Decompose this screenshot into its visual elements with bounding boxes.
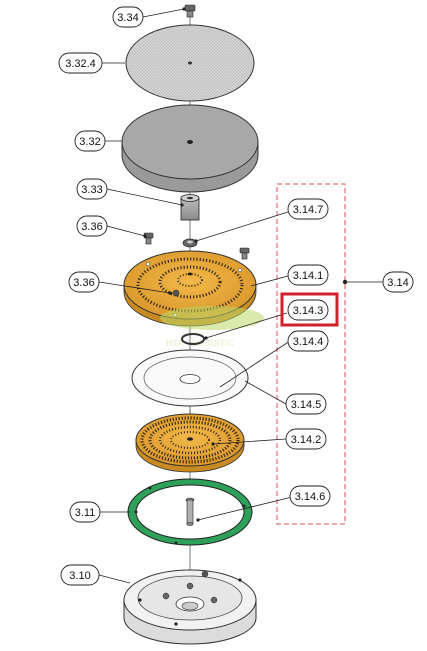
leader-lines xyxy=(98,8,293,584)
part-3-10-base-housing xyxy=(123,569,257,645)
callout-label: 3.10 xyxy=(69,570,90,582)
callout-3-14-3-highlighted[interactable]: 3.14.3 xyxy=(280,292,339,327)
callout-3-33[interactable]: 3.33 xyxy=(76,178,108,200)
callout-3-36-bottom[interactable]: 3.36 xyxy=(68,271,100,293)
part-3-14-7-nut xyxy=(182,238,198,248)
part-3-14-6-bolt xyxy=(185,497,195,526)
callout-3-14-2[interactable]: 3.14.2 xyxy=(285,428,327,450)
callout-3-14-6[interactable]: 3.14.6 xyxy=(289,485,331,507)
part-3-32-4-mesh-disc xyxy=(125,24,255,102)
highlight-box xyxy=(280,292,339,327)
callout-label: 3.14 xyxy=(387,277,408,289)
part-3-14-2-perforated-disc xyxy=(135,413,245,473)
callout-3-14-4[interactable]: 3.14.4 xyxy=(287,330,329,352)
callout-label: 3.14.5 xyxy=(291,399,322,411)
assembly-3-14-dot xyxy=(342,279,348,285)
part-3-33-spacer xyxy=(180,194,200,221)
callout-label: 3.34 xyxy=(117,12,138,24)
callout-3-11[interactable]: 3.11 xyxy=(69,501,101,523)
callout-label: 3.32 xyxy=(79,136,100,148)
callout-3-10[interactable]: 3.10 xyxy=(60,564,100,586)
callout-label: 3.14.6 xyxy=(295,491,326,503)
assembly-3-14-box xyxy=(276,183,346,525)
watermark-logo: HTA - LOGISTIC xyxy=(160,306,264,348)
callout-label: 3.14.4 xyxy=(293,336,324,348)
callout-3-14-7[interactable]: 3.14.7 xyxy=(287,198,329,220)
callout-3-36-top[interactable]: 3.36 xyxy=(76,215,108,237)
callout-label: 3.14.3 xyxy=(293,305,324,317)
part-3-14-4-white-disc xyxy=(131,349,249,407)
callout-label: 3.14.7 xyxy=(293,204,324,216)
part-3-14-3-o-ring xyxy=(181,333,205,345)
leader-dots xyxy=(143,7,215,522)
part-3-34-screw xyxy=(184,4,196,18)
callout-label: 3.36 xyxy=(81,221,102,233)
callout-3-14-1[interactable]: 3.14.1 xyxy=(287,264,329,286)
callout-label: 3.32.4 xyxy=(65,58,96,70)
part-3-36-screw-right xyxy=(239,247,250,260)
callout-label: 3.14.2 xyxy=(291,434,322,446)
callout-3-14[interactable]: 3.14 xyxy=(382,271,414,293)
callout-label: 3.33 xyxy=(81,184,102,196)
callout-label: 3.11 xyxy=(75,507,96,519)
callout-3-32[interactable]: 3.32 xyxy=(74,130,106,152)
callout-3-34[interactable]: 3.34 xyxy=(112,6,144,28)
callout-3-32-4[interactable]: 3.32.4 xyxy=(58,52,103,74)
callout-label: 3.36 xyxy=(73,277,94,289)
part-3-32-plate xyxy=(121,104,259,193)
callout-3-14-5[interactable]: 3.14.5 xyxy=(285,393,327,415)
callout-label: 3.14.1 xyxy=(293,270,324,282)
